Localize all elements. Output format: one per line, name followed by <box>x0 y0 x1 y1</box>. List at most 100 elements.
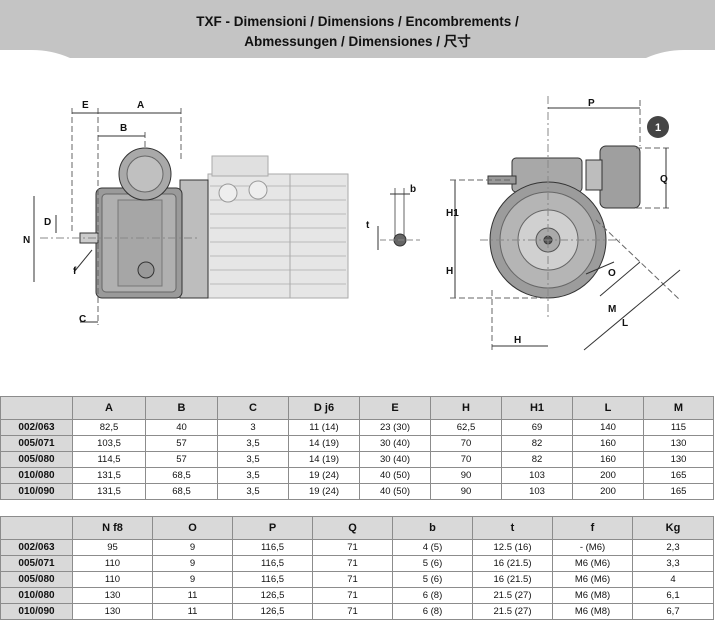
column-header: C <box>217 396 289 420</box>
table-cell: 3,5 <box>217 467 289 484</box>
table-cell: M6 (M6) <box>552 571 633 588</box>
row-header-cell: 010/080 <box>0 587 73 604</box>
table-cell: 126,5 <box>232 587 313 604</box>
technical-drawing: E A B D N f C b t 1 <box>23 96 681 351</box>
row-header-cell: 010/090 <box>0 483 73 500</box>
banner-shape <box>0 0 715 58</box>
table-cell: 11 <box>152 603 233 620</box>
column-header: E <box>359 396 431 420</box>
column-header: P <box>232 516 313 540</box>
dim-label-t: t <box>366 220 370 231</box>
column-header: M <box>643 396 714 420</box>
table-cell: 4 (5) <box>392 539 473 556</box>
column-header: O <box>152 516 233 540</box>
side-view-labels: E A B D N f C b t <box>23 100 416 325</box>
front-view: 1 <box>450 96 681 351</box>
table-cell: 6 (8) <box>392 587 473 604</box>
dim-label-m: M <box>608 304 616 315</box>
table-cell: 103 <box>501 467 573 484</box>
column-header: Kg <box>632 516 714 540</box>
dim-label-b-key: b <box>410 184 416 195</box>
row-header-cell: 005/080 <box>0 571 73 588</box>
table-cell: 130 <box>643 435 714 452</box>
table-cell: 16 (21.5) <box>472 571 553 588</box>
dim-label-o: O <box>608 268 616 279</box>
table-cell: 9 <box>152 555 233 572</box>
dim-label-f: f <box>73 266 77 277</box>
dim-label-c: C <box>79 314 86 325</box>
dim-label-n: N <box>23 235 30 246</box>
table-cell: M6 (M6) <box>552 555 633 572</box>
table-header-row: N f8 O P Q b t f Kg <box>0 516 714 540</box>
table-cell: 95 <box>72 539 153 556</box>
table-cell: 6,7 <box>632 603 714 620</box>
page-title-line1: TXF - Dimensioni / Dimensions / Encombre… <box>196 14 519 29</box>
table-cell: 103,5 <box>72 435 146 452</box>
dim-label-l: L <box>622 318 628 329</box>
dim-label-p: P <box>588 98 595 109</box>
table-cell: 71 <box>312 571 393 588</box>
table-cell: 12.5 (16) <box>472 539 553 556</box>
table-cell: 16 (21.5) <box>472 555 553 572</box>
table-cell: 40 (50) <box>359 483 431 500</box>
column-header: t <box>472 516 553 540</box>
table-cell: 90 <box>430 483 502 500</box>
table-cell: 130 <box>72 603 153 620</box>
table-cell: 3,5 <box>217 451 289 468</box>
table-cell: M6 (M8) <box>552 587 633 604</box>
table-cell: 116,5 <box>232 539 313 556</box>
column-header: B <box>145 396 218 420</box>
table-cell: 11 <box>152 587 233 604</box>
row-header-cell: 002/063 <box>0 539 73 556</box>
column-header: H1 <box>501 396 573 420</box>
table-cell: 4 <box>632 571 714 588</box>
title-banner: TXF - Dimensioni / Dimensions / Encombre… <box>0 0 715 58</box>
row-header-cell: 005/071 <box>0 555 73 572</box>
table-cell: 200 <box>572 467 644 484</box>
table-cell: 19 (24) <box>288 483 360 500</box>
table-cell: 3,3 <box>632 555 714 572</box>
front-view-labels: P Q H1 H H O M L <box>446 98 668 346</box>
side-view <box>33 108 420 325</box>
table-cell: 3,5 <box>217 435 289 452</box>
dim-label-d: D <box>44 217 51 228</box>
table-cell: 3 <box>217 419 289 436</box>
table-cell: 57 <box>145 435 218 452</box>
table-header-row: A B C D j6 E H H1 L M <box>0 396 714 420</box>
column-header: f <box>552 516 633 540</box>
table-cell: 110 <box>72 555 153 572</box>
row-header-cell: 005/071 <box>0 435 73 452</box>
table-cell: 3,5 <box>217 483 289 500</box>
dim-label-b: B <box>120 123 127 134</box>
row-header-cell: 010/090 <box>0 603 73 620</box>
column-header <box>0 396 73 420</box>
table-cell: 116,5 <box>232 571 313 588</box>
table-cell: 5 (6) <box>392 555 473 572</box>
table-cell: 40 <box>145 419 218 436</box>
table-cell: 21.5 (27) <box>472 603 553 620</box>
column-header: b <box>392 516 473 540</box>
table-cell: 71 <box>312 587 393 604</box>
column-header: D j6 <box>288 396 360 420</box>
table-cell: 130 <box>72 587 153 604</box>
table-cell: 70 <box>430 451 502 468</box>
table-cell: 70 <box>430 435 502 452</box>
table-cell: 9 <box>152 571 233 588</box>
table-cell: 23 (30) <box>359 419 431 436</box>
table-cell: 57 <box>145 451 218 468</box>
table-cell: 62,5 <box>430 419 502 436</box>
table-cell: 19 (24) <box>288 467 360 484</box>
dim-label-a: A <box>137 100 144 111</box>
column-header: L <box>572 396 644 420</box>
table-cell: 6 (8) <box>392 603 473 620</box>
table-cell: 82 <box>501 451 573 468</box>
table-cell: - (M6) <box>552 539 633 556</box>
